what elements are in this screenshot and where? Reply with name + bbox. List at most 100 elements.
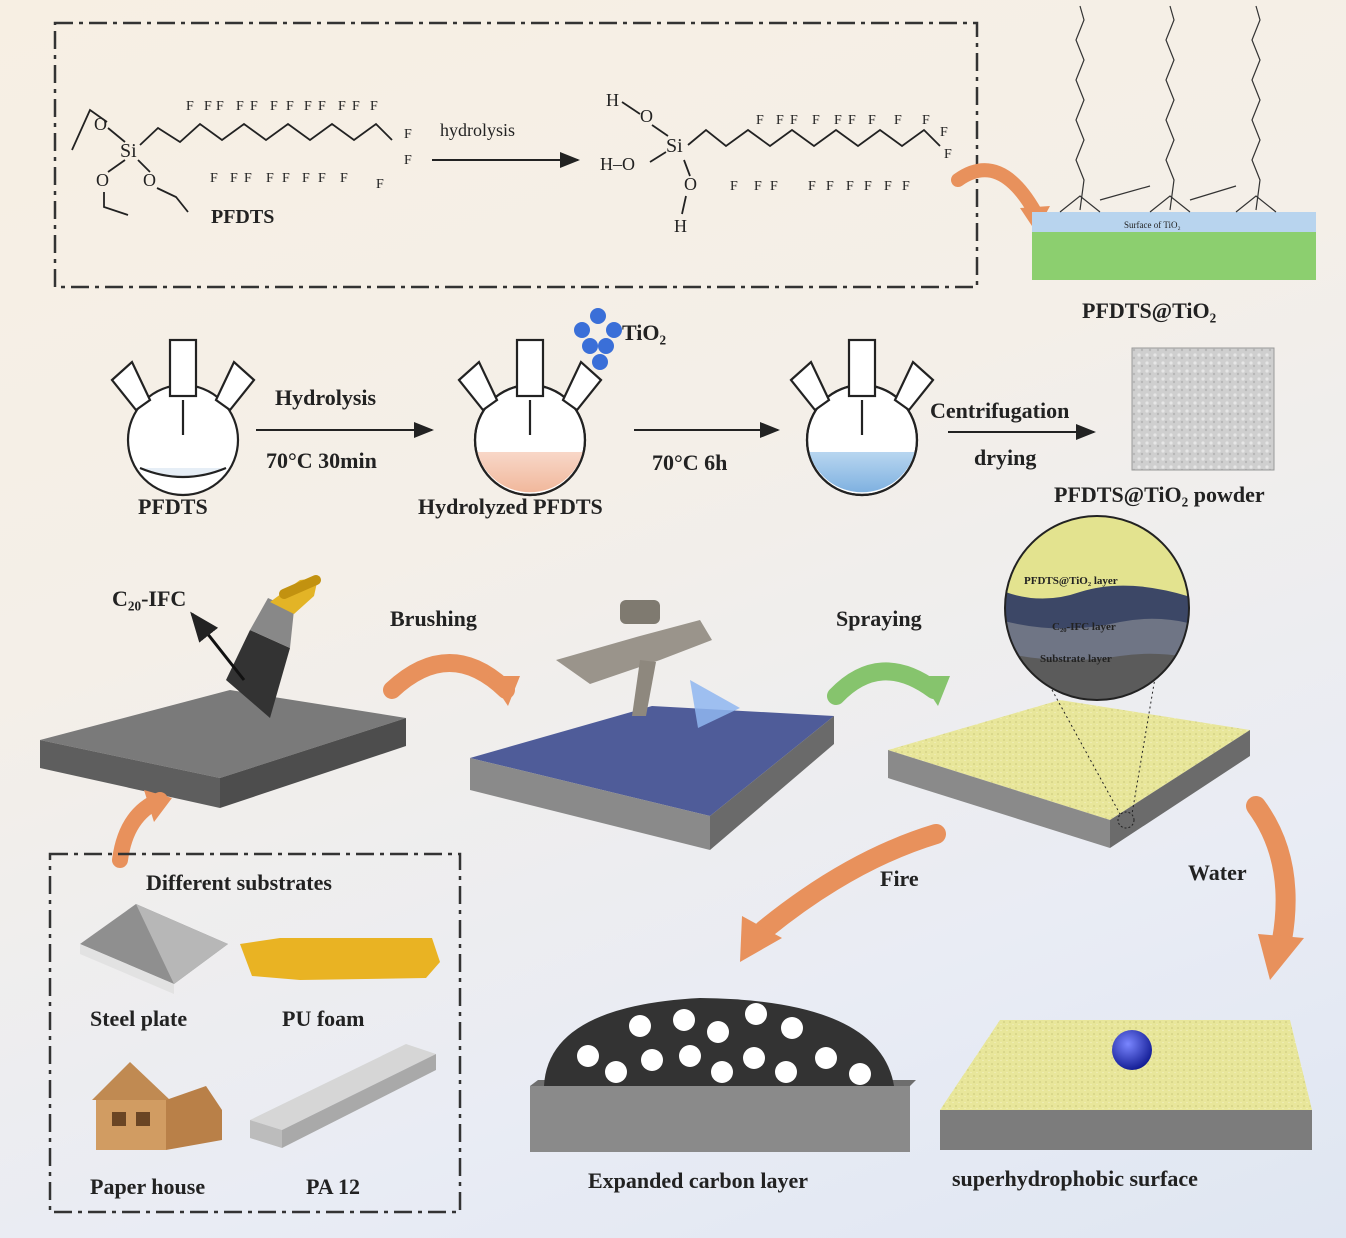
svg-text:F: F bbox=[370, 99, 378, 114]
flask-3 bbox=[789, 338, 935, 497]
svg-text:F: F bbox=[318, 99, 326, 114]
o-atom-4: O bbox=[640, 106, 653, 126]
flask-2 bbox=[457, 338, 603, 497]
substrate-paper: Paper house bbox=[90, 1174, 205, 1199]
svg-text:F: F bbox=[790, 113, 798, 128]
layer-zoom-circle bbox=[1004, 515, 1190, 701]
paintbrush-icon bbox=[226, 575, 321, 718]
tio2-surface-illustration: Surface of TiO₂ bbox=[1032, 5, 1316, 280]
hydrolysis-label: hydrolysis bbox=[440, 120, 515, 140]
spray-gun-icon bbox=[556, 600, 740, 728]
svg-text:F: F bbox=[730, 179, 738, 194]
superhydrophobic-image bbox=[940, 1020, 1312, 1150]
o-atom-2: O bbox=[96, 170, 109, 190]
brushing-label: Brushing bbox=[390, 606, 477, 631]
ho-group: H–O bbox=[600, 154, 635, 174]
flask1-label: PFDTS bbox=[138, 494, 208, 519]
paper-house-image bbox=[92, 1062, 222, 1150]
flask2-label: Hydrolyzed PFDTS bbox=[418, 494, 603, 519]
svg-text:F: F bbox=[848, 113, 856, 128]
arrow-to-surface bbox=[951, 163, 1042, 219]
svg-text:F: F bbox=[244, 171, 252, 186]
layer-2: C₂₀-IFC layer bbox=[1052, 621, 1116, 633]
powder-label: PFDTS@TiO₂ powder bbox=[1054, 482, 1265, 507]
step1-bottom: 70°C 30min bbox=[266, 448, 377, 473]
svg-text:F: F bbox=[944, 147, 952, 162]
svg-text:F: F bbox=[868, 113, 876, 128]
yellow-plate bbox=[888, 700, 1250, 848]
blue-plate bbox=[470, 706, 834, 850]
hydrophobic-label: superhydrophobic surface bbox=[952, 1166, 1198, 1191]
steel-plate-image bbox=[80, 904, 228, 994]
step3-top: Centrifugation bbox=[930, 398, 1069, 423]
svg-text:F: F bbox=[352, 99, 360, 114]
h-atom-1: H bbox=[606, 90, 619, 110]
svg-text:F: F bbox=[318, 171, 326, 186]
o-atom-3: O bbox=[143, 170, 156, 190]
substrate-steel: Steel plate bbox=[90, 1006, 187, 1031]
step2-bottom: 70°C 6h bbox=[652, 450, 727, 475]
o-atom-5: O bbox=[684, 174, 697, 194]
step1-top: Hydrolysis bbox=[275, 385, 377, 410]
svg-text:F: F bbox=[770, 179, 778, 194]
substrates-title: Different substrates bbox=[146, 870, 332, 895]
water-label: Water bbox=[1188, 860, 1247, 885]
step3-bottom: drying bbox=[974, 445, 1036, 470]
pa12-image bbox=[250, 1044, 436, 1148]
fire-arrow bbox=[754, 824, 946, 940]
spraying-label: Spraying bbox=[836, 606, 922, 631]
svg-text:F: F bbox=[282, 171, 290, 186]
carbon-label: Expanded carbon layer bbox=[588, 1168, 808, 1193]
tio2-particles bbox=[574, 308, 622, 370]
pu-foam-image bbox=[240, 938, 440, 980]
c20-label: C₂₀-IFC bbox=[112, 586, 186, 611]
svg-text:F: F bbox=[186, 99, 194, 114]
tio2-label: TiO₂ bbox=[622, 320, 667, 345]
h-atom-2: H bbox=[674, 216, 687, 236]
substrate-pu: PU foam bbox=[282, 1006, 364, 1031]
svg-text:F: F bbox=[884, 179, 892, 194]
layer-1: PFDTS@TiO₂ layer bbox=[1024, 575, 1118, 587]
svg-text:F: F bbox=[846, 179, 854, 194]
svg-text:F: F bbox=[266, 171, 274, 186]
svg-text:F: F bbox=[286, 99, 294, 114]
svg-text:F: F bbox=[304, 99, 312, 114]
svg-text:F: F bbox=[902, 179, 910, 194]
svg-text:F: F bbox=[812, 113, 820, 128]
water-arrow bbox=[1246, 796, 1296, 950]
fire-label: Fire bbox=[880, 866, 919, 891]
svg-text:F: F bbox=[204, 99, 212, 114]
expanded-carbon-image bbox=[530, 998, 916, 1152]
svg-text:F: F bbox=[404, 127, 412, 142]
pfdts-structure: Si O O O PFDTS bbox=[71, 108, 393, 228]
svg-text:F: F bbox=[270, 99, 278, 114]
powder-photo bbox=[1131, 347, 1275, 471]
svg-text:F: F bbox=[216, 99, 224, 114]
surface-label: Surface of TiO₂ bbox=[1124, 220, 1181, 230]
svg-text:F: F bbox=[302, 171, 310, 186]
svg-text:F: F bbox=[808, 179, 816, 194]
svg-text:F: F bbox=[230, 171, 238, 186]
si-atom-1: Si bbox=[120, 140, 137, 162]
reactant-name: PFDTS bbox=[211, 206, 274, 228]
svg-text:F: F bbox=[834, 113, 842, 128]
svg-text:F: F bbox=[776, 113, 784, 128]
c20-pointer bbox=[190, 611, 246, 681]
svg-text:F: F bbox=[940, 125, 948, 140]
svg-text:F: F bbox=[756, 113, 764, 128]
svg-text:F: F bbox=[250, 99, 258, 114]
reaction-box bbox=[53, 21, 979, 289]
svg-text:F: F bbox=[376, 177, 384, 192]
svg-text:F: F bbox=[894, 113, 902, 128]
svg-text:F: F bbox=[404, 153, 412, 168]
svg-text:F: F bbox=[826, 179, 834, 194]
substrate-pa12: PA 12 bbox=[306, 1174, 360, 1199]
svg-text:F: F bbox=[340, 171, 348, 186]
gray-plate bbox=[40, 690, 406, 808]
spraying-arrow bbox=[827, 662, 943, 705]
svg-text:F: F bbox=[338, 99, 346, 114]
svg-text:F: F bbox=[754, 179, 762, 194]
water-droplet bbox=[1112, 1030, 1152, 1070]
